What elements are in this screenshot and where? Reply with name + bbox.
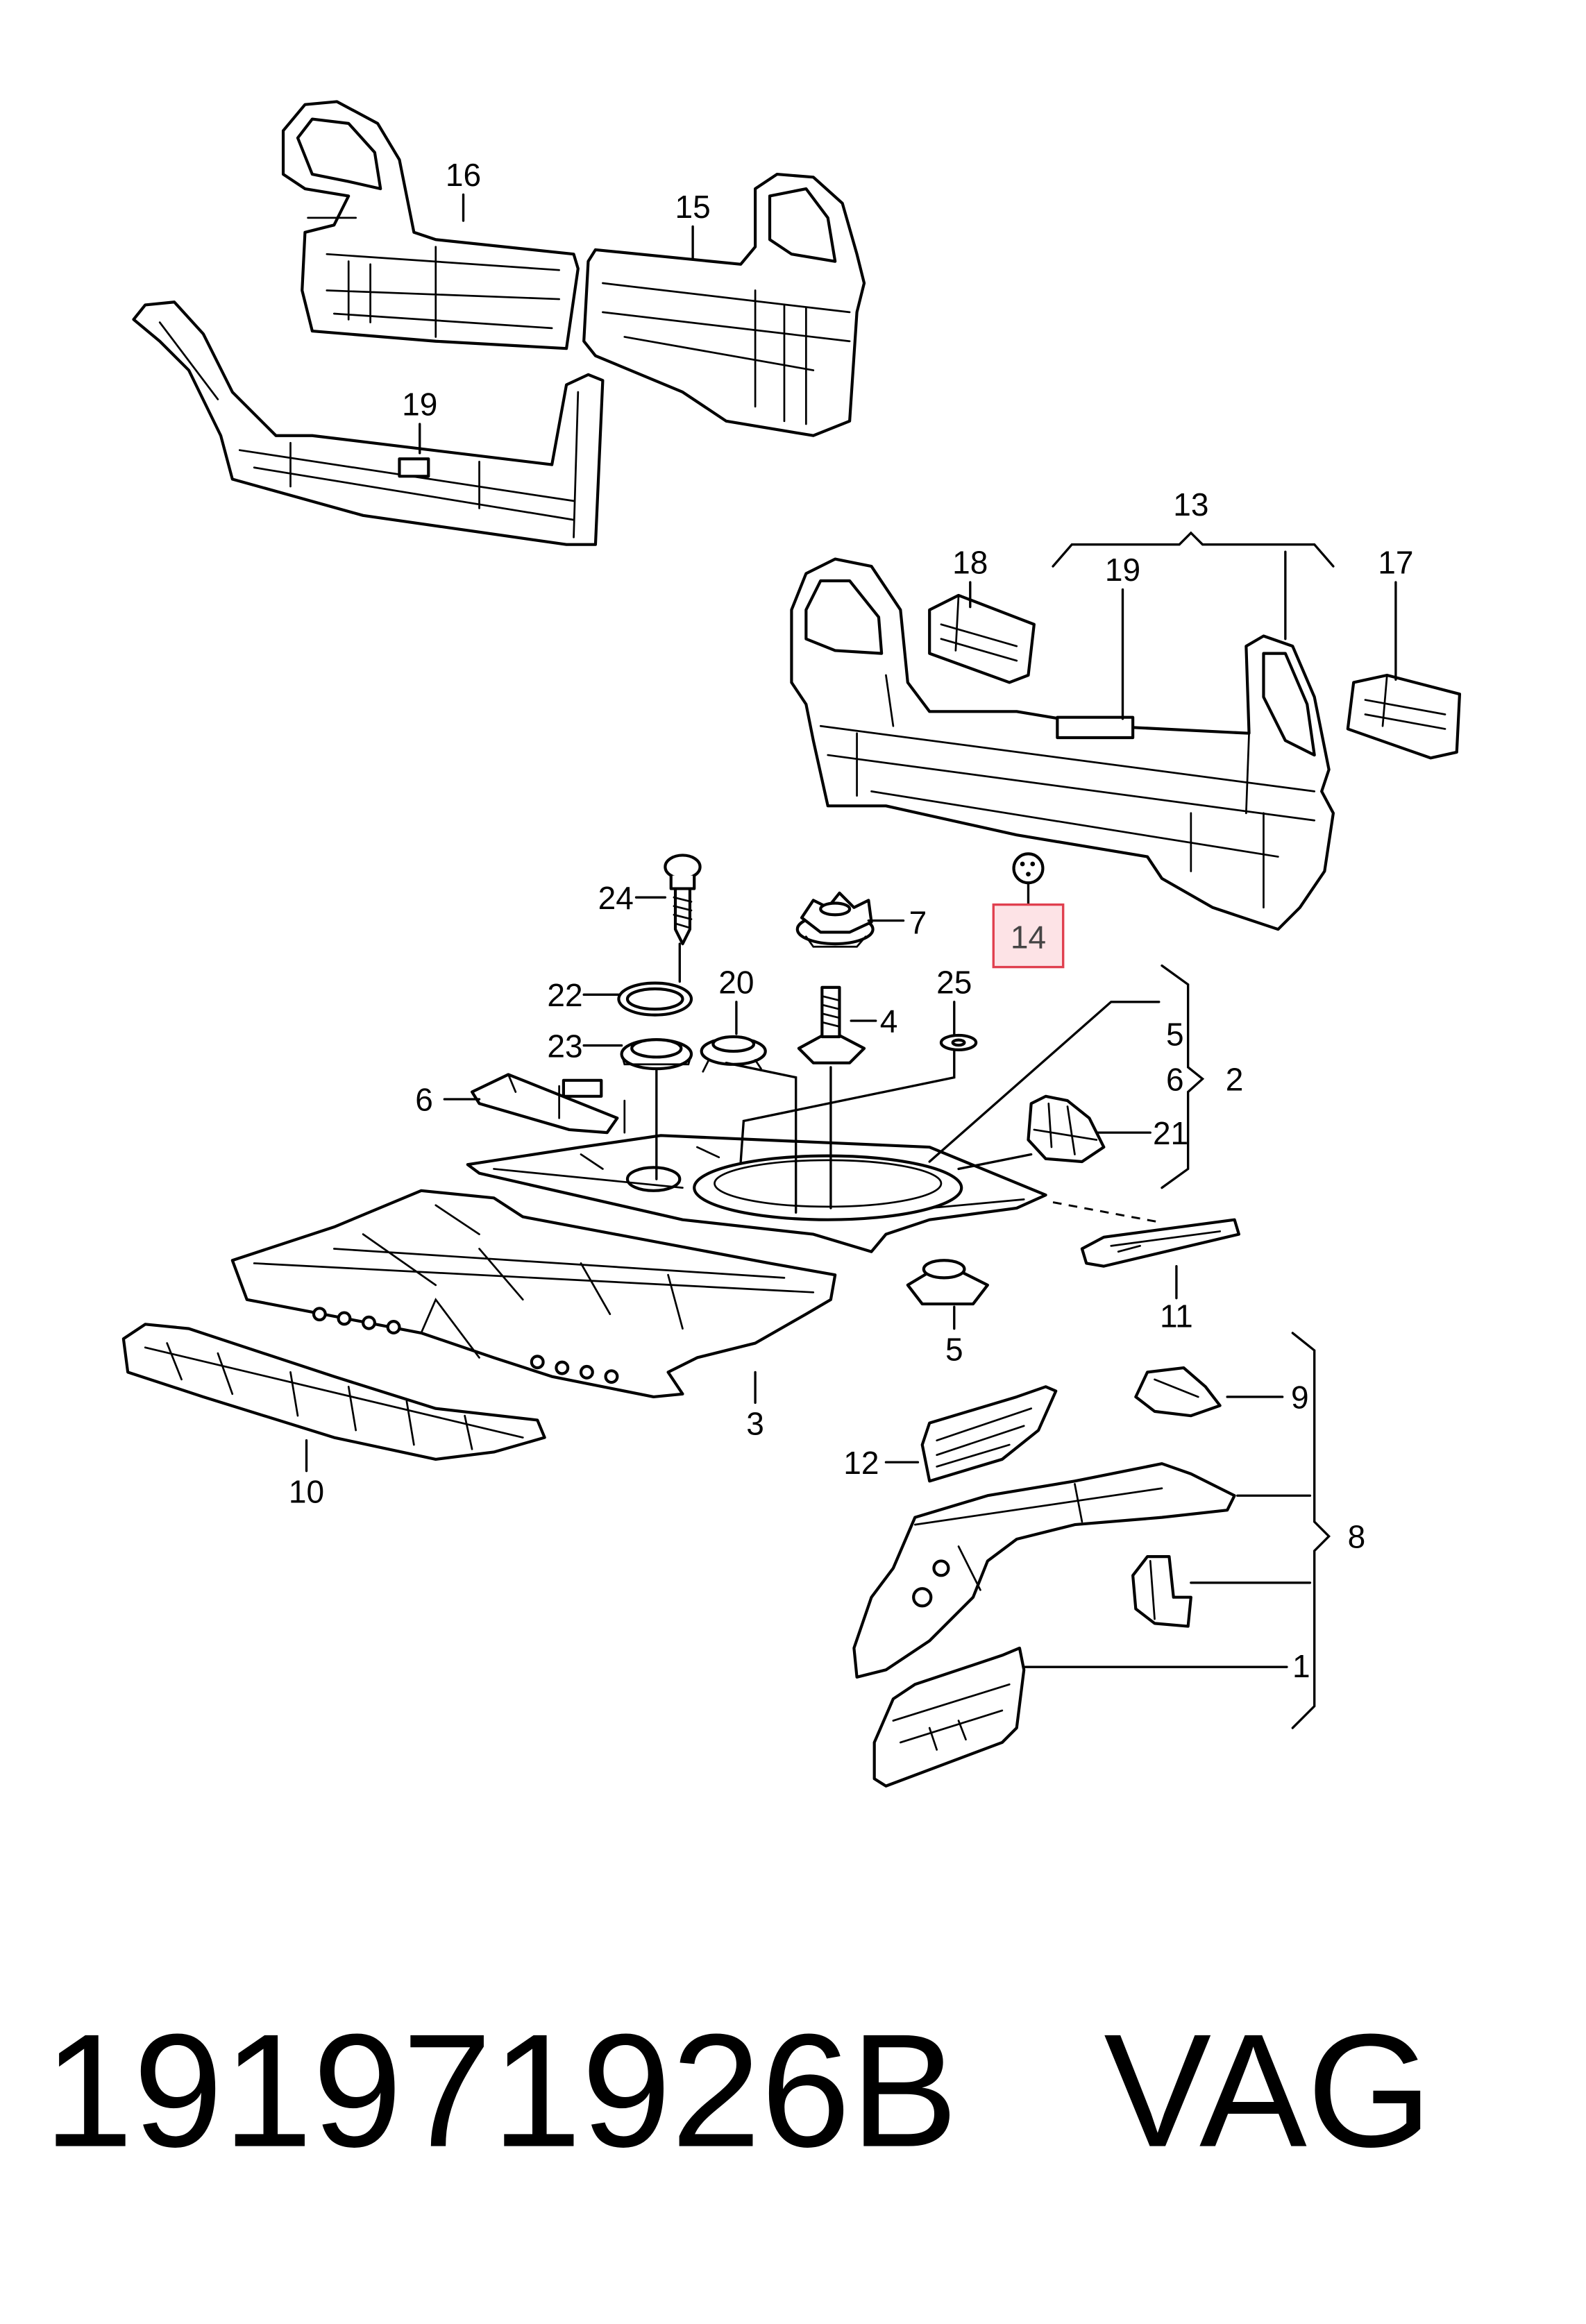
callout-label: 4 bbox=[880, 1003, 898, 1040]
leader-lines bbox=[305, 193, 1397, 1729]
callout-label: 6 bbox=[415, 1082, 433, 1118]
callout-label: 19 bbox=[402, 386, 437, 422]
part-4-stud bbox=[797, 985, 866, 1065]
part-2-rear-floor bbox=[466, 1134, 1047, 1253]
part-6-bracket-left bbox=[470, 1073, 626, 1135]
callout-label: 12 bbox=[843, 1445, 879, 1481]
callout-label: 3 bbox=[746, 1405, 764, 1441]
callout-label: 16 bbox=[446, 157, 481, 193]
callout-label: 5 bbox=[945, 1332, 963, 1368]
callout-label: 25 bbox=[936, 964, 972, 1000]
part-13-side-assembly bbox=[790, 557, 1335, 931]
part-8-wheel-arch bbox=[852, 1462, 1236, 1679]
callout-label: 1 bbox=[1292, 1648, 1310, 1684]
callout-label: 22 bbox=[547, 977, 582, 1013]
callout-label: 24 bbox=[598, 880, 634, 916]
callout-label: 15 bbox=[675, 189, 711, 225]
part-17-bracket bbox=[1346, 673, 1462, 760]
callout-label: 19 bbox=[1105, 552, 1140, 588]
part-10-crossmember bbox=[121, 1323, 546, 1461]
callout-label: 8 bbox=[1348, 1519, 1366, 1555]
part-1-panel bbox=[872, 1646, 1026, 1788]
part-11-strip bbox=[1080, 1218, 1240, 1268]
part-19-floor-rail bbox=[132, 300, 605, 546]
part-25-washer bbox=[939, 1033, 978, 1051]
part-23-grommet bbox=[620, 1038, 693, 1071]
part-24-screw bbox=[664, 854, 702, 946]
callout-label: 20 bbox=[718, 964, 754, 1000]
callout-label-highlighted: 14 bbox=[1011, 919, 1046, 955]
part-8-bracket bbox=[1131, 1555, 1192, 1628]
highlight-box bbox=[992, 903, 1065, 969]
callout-label: 18 bbox=[952, 545, 988, 581]
part-16-side-panel bbox=[281, 100, 580, 350]
callout-label: 17 bbox=[1378, 545, 1413, 581]
brand-name: VAG bbox=[1104, 2001, 1432, 2181]
callout-label: 7 bbox=[909, 904, 927, 940]
part-3-front-floor bbox=[230, 1189, 837, 1399]
part-12-panel bbox=[920, 1385, 1058, 1483]
callout-label: 23 bbox=[547, 1028, 582, 1064]
part-22-ring bbox=[617, 981, 693, 1017]
part-20-cap bbox=[700, 1035, 767, 1073]
callout-label: 11 bbox=[1160, 1298, 1193, 1334]
callout-label: 2 bbox=[1226, 1061, 1244, 1097]
callout-labels: 16 15 19 13 18 19 17 24 7 14 22 20 25 4 … bbox=[289, 157, 1414, 1684]
part-9-bracket bbox=[1134, 1366, 1222, 1418]
part-5-mount bbox=[906, 1259, 989, 1306]
part-number: 191971926B bbox=[44, 2001, 958, 2181]
callout-label: 9 bbox=[1291, 1380, 1309, 1416]
part-15-side-panel bbox=[582, 173, 866, 437]
callout-label: 5 bbox=[1166, 1017, 1184, 1053]
part-21-bracket bbox=[1027, 1094, 1106, 1164]
callout-label: 10 bbox=[289, 1474, 324, 1510]
callout-label: 6 bbox=[1166, 1061, 1184, 1097]
part-14-nut bbox=[1012, 852, 1045, 885]
callout-label: 13 bbox=[1173, 486, 1208, 523]
callout-label: 21 bbox=[1153, 1115, 1188, 1151]
part-7-cap bbox=[795, 891, 875, 948]
part-18-bracket bbox=[928, 593, 1036, 684]
